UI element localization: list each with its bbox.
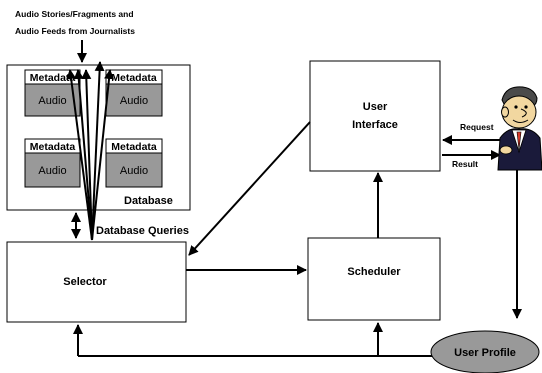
database-record: Metadata Audio bbox=[24, 138, 81, 188]
user-interface-box bbox=[309, 60, 441, 172]
ui-to-selector-arrow bbox=[188, 121, 311, 256]
user-interface-label-line2: Interface bbox=[352, 119, 398, 131]
database-queries-label: Database Queries bbox=[96, 225, 189, 237]
query-fan-lines bbox=[66, 61, 115, 241]
user-interface-label-line1: User bbox=[363, 101, 388, 113]
record-metadata-label: Metadata bbox=[30, 141, 76, 153]
selector-box bbox=[6, 241, 187, 323]
record-metadata-label: Metadata bbox=[30, 72, 76, 84]
result-label: Result bbox=[452, 159, 478, 169]
user-profile-node bbox=[430, 330, 540, 373]
scheduler-box bbox=[307, 237, 441, 321]
request-label: Request bbox=[460, 122, 494, 132]
record-audio-label: Audio bbox=[120, 165, 148, 177]
selector-label: Selector bbox=[63, 276, 107, 288]
record-audio-label: Audio bbox=[38, 165, 66, 177]
source-label-line2: Audio Feeds from Journalists bbox=[15, 26, 135, 36]
source-label-line1: Audio Stories/Fragments and bbox=[15, 9, 134, 19]
database-record: Metadata Audio bbox=[105, 138, 163, 188]
database-label: Database bbox=[124, 195, 173, 207]
user-profile-label: User Profile bbox=[454, 347, 516, 359]
database-record: Metadata Audio bbox=[105, 69, 163, 117]
scheduler-label: Scheduler bbox=[347, 266, 401, 278]
record-audio-label: Audio bbox=[38, 95, 66, 107]
record-metadata-label: Metadata bbox=[111, 141, 157, 153]
user-person-icon bbox=[497, 86, 542, 171]
record-audio-label: Audio bbox=[120, 95, 148, 107]
record-metadata-label: Metadata bbox=[111, 72, 157, 84]
